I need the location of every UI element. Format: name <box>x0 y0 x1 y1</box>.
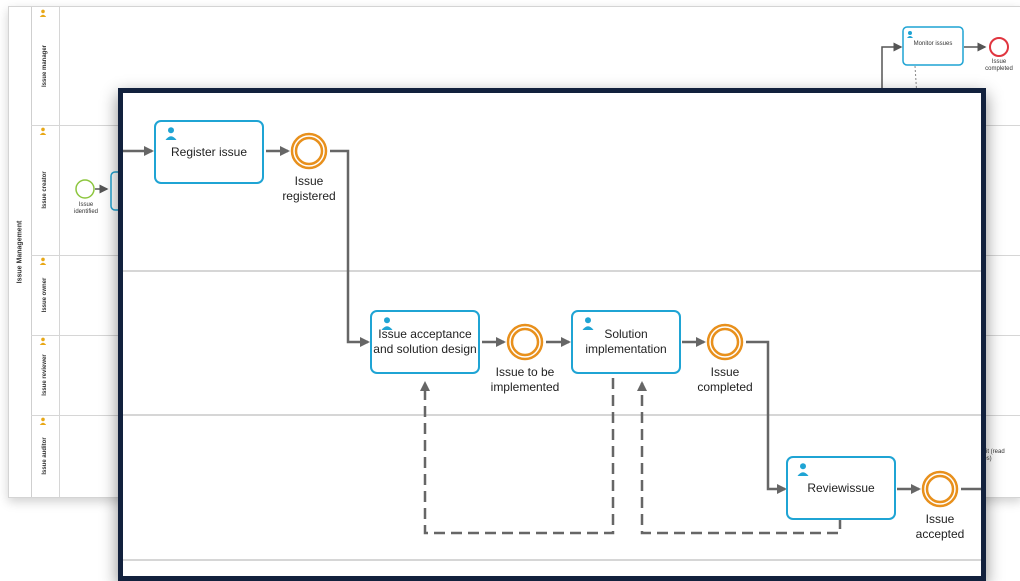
zoom-frame: Register issue Issue acceptance and solu… <box>118 88 986 581</box>
end-event <box>989 37 1009 57</box>
lane-divider <box>123 270 981 272</box>
sequence-flow <box>330 149 370 347</box>
start-event-label: Issue identified <box>73 202 99 215</box>
issue-completed-label: Issue completed <box>697 365 753 394</box>
person-icon <box>39 337 47 345</box>
task-label: Register issue <box>170 144 248 159</box>
person-icon <box>39 127 47 135</box>
lane-divider <box>123 414 981 416</box>
person-icon <box>582 317 594 330</box>
pool-header: Issue Management <box>9 7 32 497</box>
task-label: Solution implementation <box>585 327 667 356</box>
issue-to-be-implemented-label: Issue to be implemented <box>490 365 560 394</box>
start-event <box>75 179 95 199</box>
task-label: Reviewissue <box>807 480 875 495</box>
person-icon <box>797 463 809 476</box>
lane-divider <box>123 559 981 561</box>
solution-implementation-task[interactable]: Solution implementation <box>571 310 681 374</box>
person-icon <box>908 31 912 35</box>
issue-accepted-label: Issue accepted <box>915 512 965 541</box>
person-icon <box>165 127 177 140</box>
person-icon <box>39 417 47 425</box>
issue-acceptance-task[interactable]: Issue acceptance and solution design <box>370 310 480 374</box>
lane-issue-auditor: Issue auditor <box>31 415 1020 497</box>
register-issue-task[interactable]: Register issue <box>154 120 264 184</box>
monitor-issues-task <box>902 26 964 66</box>
monitor-task-label: Monitor issues <box>913 41 953 47</box>
end-event-label: Issue completed <box>985 59 1013 72</box>
rework-flow <box>637 381 842 535</box>
person-icon <box>381 317 393 330</box>
review-issue-task[interactable]: Reviewissue <box>786 456 896 520</box>
sequence-flow <box>746 340 787 494</box>
person-icon <box>39 9 47 17</box>
task-label: Issue acceptance and solution design <box>373 327 477 356</box>
zoom-flow <box>123 132 981 535</box>
rework-flow <box>420 378 615 535</box>
issue-registered-label: Issue registered <box>282 174 336 203</box>
person-icon <box>39 257 47 265</box>
